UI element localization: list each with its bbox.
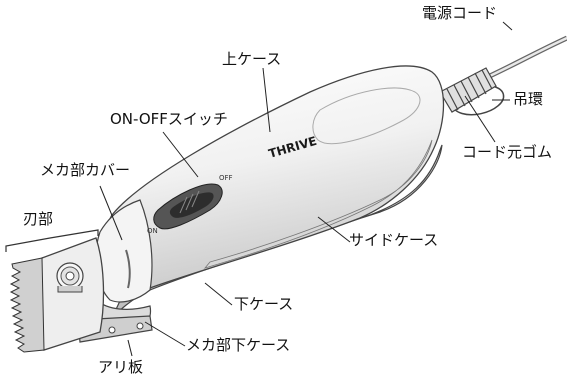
- label-blade-plate: アリ板: [98, 358, 144, 376]
- label-hanging-ring: 吊環: [513, 90, 544, 108]
- on-off-switch: ON OFF: [147, 174, 233, 235]
- blade-teeth: [9, 257, 45, 353]
- side-case-band: [203, 139, 433, 269]
- upper-case-shape: [104, 65, 445, 295]
- leader-lines: [99, 21, 513, 357]
- mech-cover-slot: [125, 249, 131, 289]
- switch-off-text: OFF: [219, 174, 233, 182]
- blade-plate-screw-2: [136, 322, 144, 330]
- blade-bracket: [5, 229, 99, 252]
- mech-cover-shape: [95, 199, 153, 303]
- label-switch: ON-OFFスイッチ: [110, 110, 228, 128]
- label-mech-cover: メカ部カバー: [40, 161, 131, 179]
- cord-bushing: [439, 67, 497, 113]
- label-blade: 刃部: [23, 210, 54, 228]
- upper-case-ellipse: [312, 87, 421, 145]
- label-lower-case: 下ケース: [234, 295, 294, 313]
- blade-head-shape: [37, 237, 105, 351]
- label-upper-case: 上ケース: [222, 50, 282, 68]
- blade-adjuster-knob: [56, 262, 84, 293]
- label-power-cord: 電源コード: [422, 4, 498, 22]
- label-cord-bushing: コード元ゴム: [462, 143, 553, 161]
- label-mech-lower-case: メカ部下ケース: [186, 336, 291, 354]
- blade-plate-screw-1: [108, 326, 116, 334]
- switch-on-text: ON: [147, 227, 158, 235]
- label-side-case: サイドケース: [349, 231, 439, 249]
